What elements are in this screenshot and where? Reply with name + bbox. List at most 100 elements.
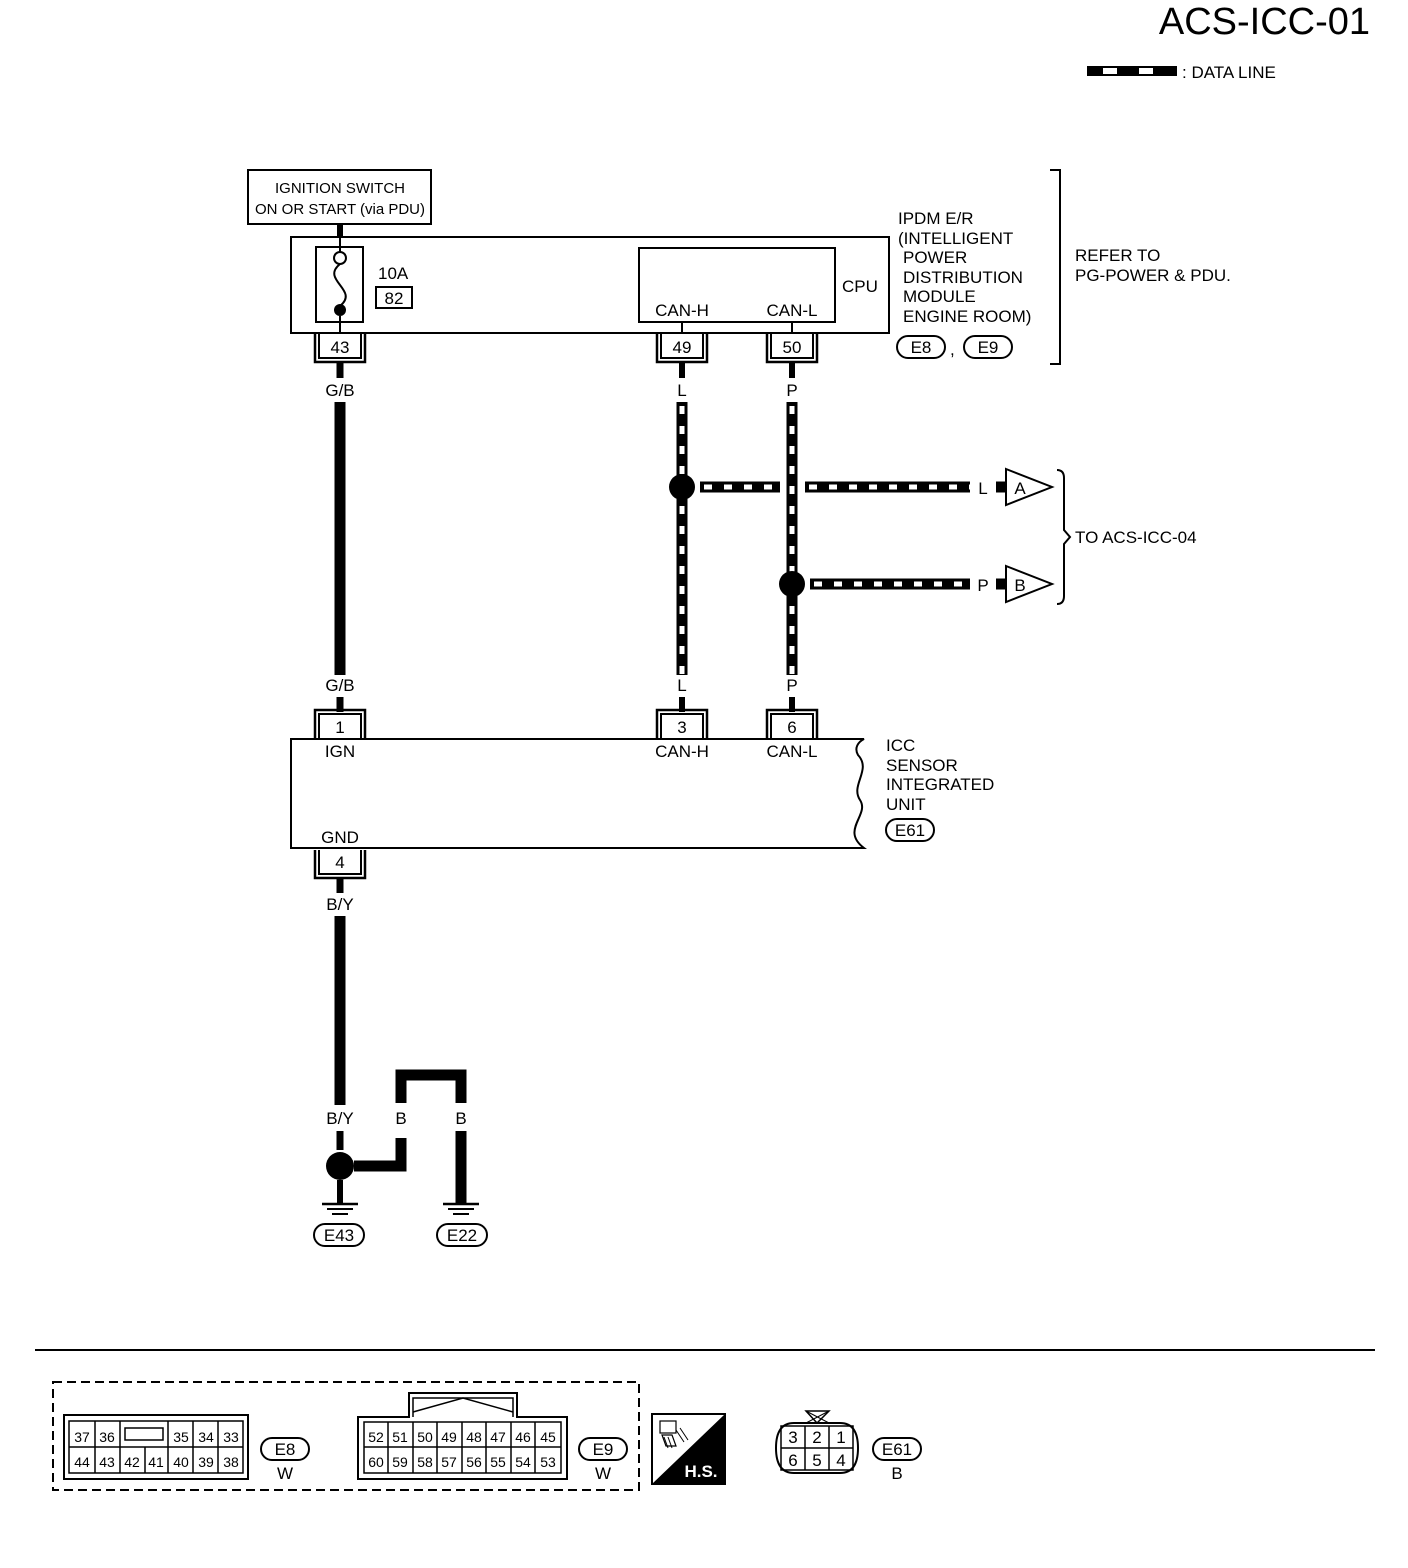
svg-text:36: 36 [99,1429,115,1445]
wire-by-label-top: B/Y [326,895,353,914]
svg-text:45: 45 [540,1429,556,1445]
icc-gnd-label: GND [321,828,359,847]
ipdm-name-line-5: MODULE [903,287,976,306]
svg-text:56: 56 [466,1454,482,1470]
svg-text:48: 48 [466,1429,482,1445]
svg-text:59: 59 [392,1454,408,1470]
refer-label-2: PG-POWER & PDU. [1075,266,1231,285]
ipdm-pin-50: 50 [765,332,819,364]
branch-b: P B [779,564,1055,604]
icc-can-h-label: CAN-H [655,742,709,761]
ignition-switch-label-2: ON OR START (via PDU) [255,201,425,218]
svg-text:52: 52 [368,1429,384,1445]
harness-side-icon: H.S. [651,1413,726,1485]
fuse-amperage: 10A [378,264,409,283]
svg-text:40: 40 [173,1454,189,1470]
ground-e43-label: E43 [324,1226,354,1245]
ground-splice [326,1152,354,1180]
icc-unit: IGN CAN-H CAN-L GND ICC SENSOR INTEGRATE… [290,736,994,849]
wire-b: B B [354,1069,467,1203]
refer-bracket: REFER TO PG-POWER & PDU. [1050,169,1231,365]
branch-b-wire-label: P [977,576,988,595]
svg-text:43: 43 [99,1454,115,1470]
wire-gb: G/B G/B [325,362,355,712]
svg-text:53: 53 [540,1454,556,1470]
ipdm-can-h-label: CAN-H [655,301,709,320]
svg-text:51: 51 [392,1429,408,1445]
wire-b-label-left: B [395,1109,406,1128]
ipdm-pin-49: 49 [655,332,709,364]
e61-id: E61 [882,1440,912,1459]
ipdm-connector-e8: E8 [911,338,932,357]
svg-text:58: 58 [417,1454,433,1470]
ground-e22-label: E22 [447,1226,477,1245]
svg-text:4: 4 [836,1451,845,1470]
icc-name-line-4: UNIT [886,795,926,814]
icc-name-line-2: SENSOR [886,756,958,775]
svg-text:37: 37 [74,1429,90,1445]
data-line-legend: : DATA LINE [1087,63,1276,82]
svg-text:50: 50 [417,1429,433,1445]
ipdm-name-line-6: ENGINE ROOM) [903,307,1031,326]
svg-text:34: 34 [198,1429,214,1445]
svg-text:49: 49 [673,338,692,357]
svg-text:3: 3 [677,718,686,737]
svg-text:38: 38 [223,1454,239,1470]
wire-b-label-right: B [455,1109,466,1128]
ipdm-name-line-1: IPDM E/R [898,209,974,228]
icc-name-line-1: ICC [886,736,915,755]
branch-a: L A [669,467,1055,507]
to-acs-label: TO ACS-ICC-04 [1075,528,1197,547]
wire-l-label-bottom: L [677,676,686,695]
ipdm-module: 10A 82 CPU CAN-H CAN-L [290,236,890,334]
icc-pin-1: 1 [313,708,367,740]
svg-text:50: 50 [783,338,802,357]
svg-text:3: 3 [788,1428,797,1447]
svg-text:2: 2 [812,1428,821,1447]
svg-text:5: 5 [812,1451,821,1470]
icc-pin-3: 3 [655,708,709,740]
wire-gb-label-bottom: G/B [325,676,354,695]
wire-can-h: L L [676,362,688,712]
hs-label: H.S. [684,1462,717,1481]
ipdm-name-line-2: (INTELLIGENT [898,229,1013,248]
ground-e22: E22 [436,1202,488,1247]
svg-text:41: 41 [148,1454,164,1470]
svg-text:57: 57 [441,1454,457,1470]
svg-text:55: 55 [490,1454,506,1470]
e9-color: W [595,1464,611,1483]
svg-text:43: 43 [331,338,350,357]
wire-p-label-top: P [786,381,797,400]
connector-arrow-a [1005,467,1055,507]
ignition-switch-label-1: IGNITION SWITCH [275,180,405,197]
svg-text:33: 33 [223,1429,239,1445]
arrow-a-letter: A [1014,479,1026,498]
fuse-number: 82 [385,289,404,308]
connector-view-e8: 37 36 35 34 33 44 43 42 41 40 39 38 E8 W [63,1414,310,1483]
arrow-b-letter: B [1014,576,1025,595]
ipdm-name: IPDM E/R (INTELLIGENT POWER DISTRIBUTION… [896,209,1031,359]
icc-pin-6: 6 [765,708,819,740]
svg-text:1: 1 [836,1428,845,1447]
e8-color: W [277,1464,293,1483]
e61-color: B [891,1464,902,1483]
svg-text:,: , [950,340,955,359]
connector-arrow-b [1005,564,1055,604]
cpu-label: CPU [842,277,878,296]
ipdm-connector-e9: E9 [978,338,999,357]
wire-l-label-top: L [677,381,686,400]
wire-by-label-bottom: B/Y [326,1109,353,1128]
ignition-switch-box: IGNITION SWITCH ON OR START (via PDU) [247,169,432,225]
ipdm-connectors-frame [52,1381,640,1491]
ground-e43: E43 [313,1202,365,1247]
svg-text:46: 46 [515,1429,531,1445]
splice-can-h [669,474,695,500]
svg-text:39: 39 [198,1454,214,1470]
svg-text:42: 42 [124,1454,140,1470]
svg-text:44: 44 [74,1454,90,1470]
to-acs-icc-04: TO ACS-ICC-04 [1056,469,1197,605]
wire-can-l: P P [786,362,798,712]
svg-text:6: 6 [787,718,796,737]
connector-view-e9: 52 51 50 49 48 47 46 45 60 59 58 57 56 5… [357,1392,628,1483]
